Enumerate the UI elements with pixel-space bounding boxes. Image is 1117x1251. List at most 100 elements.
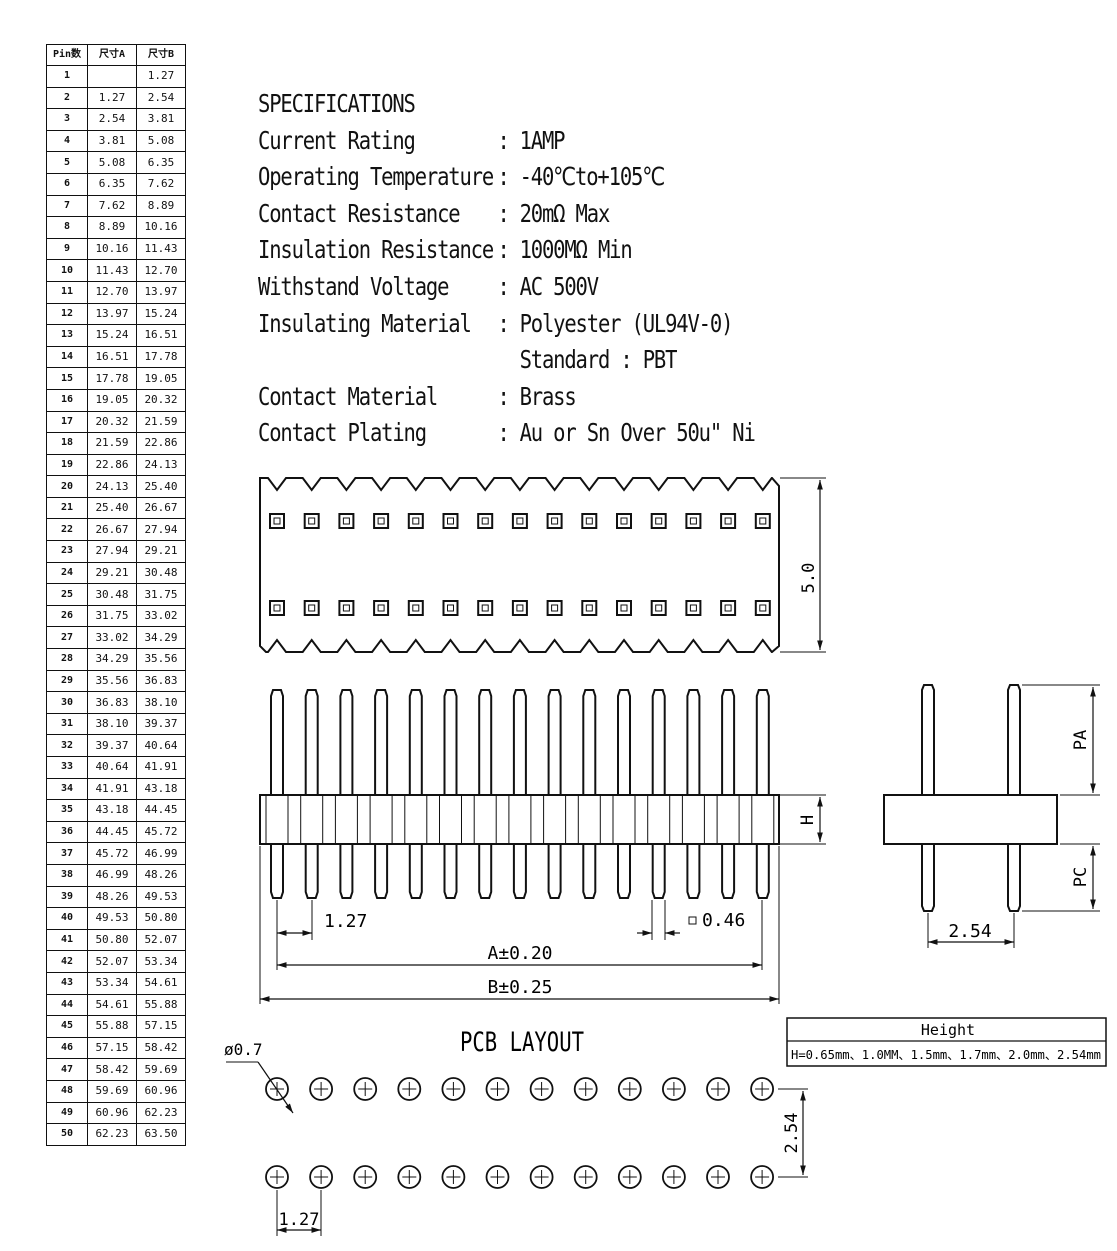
table-cell-a: 3.81 (87, 129, 137, 153)
contact-square-inner (342, 517, 350, 525)
specifications-title: SPECIFICATIONS (258, 89, 416, 118)
contact-square-inner (585, 517, 593, 525)
table-cell-a: 62.23 (87, 1123, 137, 1146)
front-pin (339, 689, 354, 899)
table-cell-a: 50.80 (87, 928, 137, 952)
contact-square (373, 600, 390, 616)
front-view-housing (259, 794, 780, 845)
contact-square-inner (620, 604, 628, 612)
front-pin (304, 689, 319, 899)
spec-value: Standard : PBT (519, 345, 678, 375)
spec-value: AC 500V (519, 271, 600, 301)
table-cell-a: 12.70 (87, 280, 137, 304)
pcb-hole (750, 1077, 774, 1101)
pcb-hole (529, 1077, 554, 1101)
pcb-layout-title: PCB LAYOUT (460, 1027, 584, 1058)
spec-key: Contact Resistance (258, 198, 461, 228)
contact-square-inner (724, 517, 732, 525)
contact-square (442, 513, 459, 529)
contact-square (720, 513, 737, 529)
pcb-hole (309, 1077, 334, 1101)
contact-square (338, 513, 355, 529)
front-pin (755, 689, 770, 899)
front-pin (547, 689, 562, 899)
front-pin (443, 689, 458, 899)
table-header-row: Pin数 尺寸A 尺寸B (46, 44, 186, 66)
dim-b-label: B±0.25 (487, 977, 552, 998)
contact-square-inner (551, 604, 559, 612)
contact-square-inner (689, 604, 697, 612)
contact-square-inner (759, 604, 767, 612)
contact-square (477, 513, 494, 529)
table-cell-b: 33.02 (136, 604, 186, 628)
pcb-hole (617, 1077, 642, 1101)
contact-square (407, 513, 424, 529)
contact-square (650, 513, 667, 529)
contact-square-inner (516, 517, 524, 525)
contact-square-inner (585, 604, 593, 612)
table-cell-b: 27.94 (136, 518, 186, 542)
spec-value: 1000MΩ Min (519, 235, 633, 265)
spec-value: Polyester (UL94V-0) (519, 308, 734, 338)
table-cell-a: 1.27 (87, 86, 137, 110)
contact-square (269, 600, 285, 616)
table-cell-a: 16.51 (87, 345, 137, 369)
pcb-hole (706, 1165, 730, 1189)
table-cell-b: 25.40 (136, 475, 186, 498)
contact-square (616, 600, 632, 616)
table-cell-b: 38.10 (136, 691, 186, 714)
table-cell-a: 45.72 (87, 842, 137, 865)
contact-square-inner (620, 517, 628, 525)
spec-row: Contact Resistance:20mΩ Max (258, 196, 755, 233)
side-view: PA PC 2.54 (883, 684, 1100, 948)
front-pin (408, 689, 423, 899)
table-cell-b: 24.13 (136, 453, 186, 477)
table-cell-b: 39.37 (136, 712, 186, 736)
table-cell-a: 31.75 (87, 604, 137, 628)
spec-key: Current Rating (258, 125, 416, 155)
top-view-housing (259, 477, 780, 653)
spec-row: Operating Temperature:-40℃to+105℃ (258, 159, 755, 196)
pcb-hole (265, 1077, 289, 1101)
table-cell-pin: 3 (46, 108, 88, 131)
front-view: H 1.27 0.46 A±0.20 B±0.25 (259, 689, 826, 1004)
header-size-a: 尺寸A (87, 44, 137, 66)
pcb-hole (662, 1077, 686, 1101)
contact-square (511, 600, 528, 616)
spec-value: Brass (519, 381, 577, 411)
contact-square-inner (308, 604, 316, 612)
contact-square-inner (655, 517, 663, 525)
front-pin (582, 689, 597, 899)
spec-key: Contact Plating (258, 418, 427, 448)
pcb-hole (309, 1165, 334, 1189)
contact-square-inner (724, 604, 732, 612)
pc-label: PC (1071, 867, 1091, 887)
table-cell-a: 7.62 (87, 194, 137, 218)
spec-row: Insulation Resistance:1000MΩ Min (258, 232, 755, 269)
height-5-label: 5.0 (799, 563, 819, 594)
contact-square-inner (447, 604, 454, 612)
table-cell-a: 46.99 (87, 863, 137, 887)
pcb-hole (573, 1165, 598, 1189)
table-cell-b: 26.67 (136, 496, 186, 520)
